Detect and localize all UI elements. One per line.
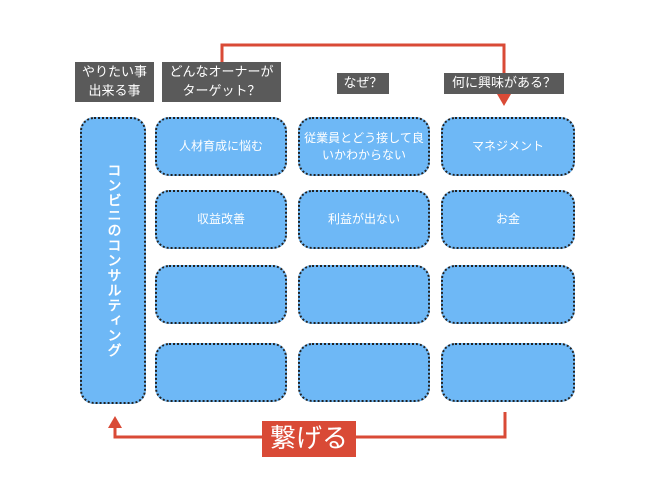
main-box-label: コンビニのコンサルティング <box>105 163 122 358</box>
main-consulting-box: コンビニのコンサルティング <box>80 117 146 404</box>
connect-label: 繋げる <box>262 421 356 457</box>
cell-r4c2 <box>298 343 430 402</box>
header-want: やりたい事 出来る事 <box>75 62 154 102</box>
header-why: なぜ？ <box>337 73 389 94</box>
cell-r1c2-label: 従業員とどう接して良 いかわからない <box>304 130 424 162</box>
cell-r1c3: マネジメント <box>441 117 575 176</box>
cell-r1c2: 従業員とどう接して良 いかわからない <box>298 117 430 176</box>
cell-r1c1: 人材育成に悩む <box>155 117 287 176</box>
cell-r4c3 <box>441 343 575 402</box>
cell-r3c1 <box>155 265 287 324</box>
cell-r2c2: 利益が出ない <box>298 190 430 249</box>
cell-r4c1 <box>155 343 287 402</box>
cell-r3c3 <box>441 265 575 324</box>
cell-r2c3: お金 <box>441 190 575 249</box>
header-target: どんなオーナーが ターゲット？ <box>162 62 281 102</box>
bottom-arrowhead <box>108 416 122 428</box>
cell-r3c2 <box>298 265 430 324</box>
header-interest: 何に興味がある？ <box>444 73 564 94</box>
cell-r2c1: 収益改善 <box>155 190 287 249</box>
top-arrowhead <box>497 94 511 106</box>
